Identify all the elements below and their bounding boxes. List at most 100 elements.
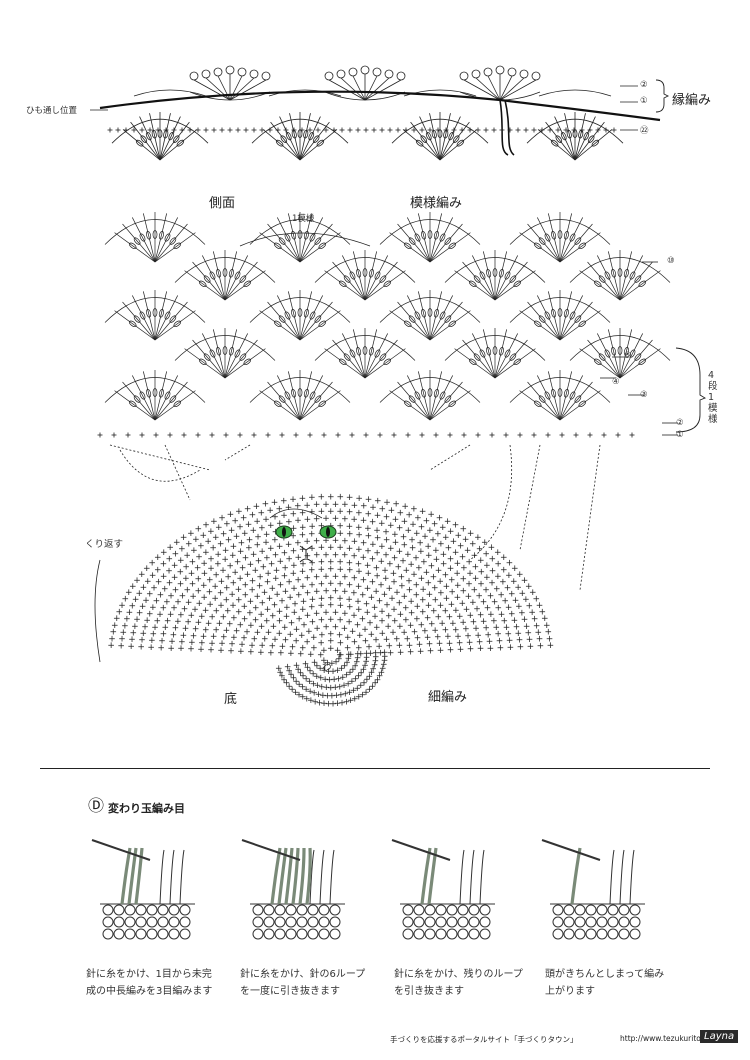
sc-stitch: + bbox=[522, 595, 530, 605]
sc-stitch: + bbox=[401, 592, 409, 602]
sc-stitch: + bbox=[392, 515, 400, 525]
sc-stitch: + bbox=[263, 616, 271, 626]
sc-stitch: + bbox=[383, 498, 391, 508]
sc-stitch: + bbox=[307, 696, 315, 706]
sc-stitch: + bbox=[341, 500, 349, 510]
sc-stitch: + bbox=[442, 571, 450, 581]
sc-stitch: + bbox=[508, 590, 516, 600]
sc-stitch: + bbox=[287, 649, 295, 659]
sc-stitch: + bbox=[177, 644, 185, 654]
sc-stitch: + bbox=[360, 516, 368, 526]
sc-stitch: + bbox=[417, 647, 425, 657]
sc-stitch: + bbox=[236, 523, 244, 533]
sc-stitch: + bbox=[317, 651, 325, 661]
sc-stitch: + bbox=[318, 558, 326, 568]
sc-stitch: + bbox=[372, 657, 380, 667]
sc-stitch: + bbox=[207, 564, 215, 574]
sc-stitch: + bbox=[452, 606, 460, 616]
sc-stitch: + bbox=[336, 507, 344, 517]
step-1-line-2: 成の中長編みを3目編みます bbox=[86, 986, 213, 997]
sc-stitch: + bbox=[386, 560, 394, 570]
sc-stitch: + bbox=[405, 576, 413, 586]
pattern-fan bbox=[249, 212, 351, 263]
sc-stitch: + bbox=[393, 634, 401, 644]
sc-stitch: + bbox=[302, 659, 310, 669]
sc-stitch: + bbox=[327, 565, 335, 575]
sc-stitch: + bbox=[233, 532, 241, 542]
sc-stitch: + bbox=[386, 642, 394, 652]
sc-stitch: + bbox=[281, 571, 289, 581]
sc-stitch: + bbox=[346, 602, 354, 612]
sc-stitch: + bbox=[336, 522, 344, 532]
sc-stitch: + bbox=[322, 586, 330, 596]
sc-stitch: + bbox=[332, 622, 340, 632]
sc-stitch: + bbox=[365, 495, 373, 505]
sc-stitch: + bbox=[257, 610, 265, 620]
sc-stitch: + bbox=[302, 675, 310, 685]
sc-stitch: + bbox=[289, 532, 297, 542]
sc-stitch: + bbox=[362, 637, 370, 647]
sc-stitch: + bbox=[223, 626, 231, 636]
sc-stitch: + bbox=[295, 680, 303, 690]
sc-stitch: + bbox=[322, 514, 330, 524]
sc-stitch: + bbox=[443, 594, 451, 604]
sc-stitch: + bbox=[227, 646, 235, 656]
sc-stitch: + bbox=[391, 616, 399, 626]
sc-stitch: + bbox=[324, 691, 332, 701]
footer-url[interactable]: http://www.tezukuritown.com/ bbox=[620, 1034, 733, 1043]
sc-stitch: + bbox=[405, 511, 413, 521]
sc-stitch: + bbox=[299, 545, 307, 555]
step-1-illustration bbox=[91, 839, 195, 940]
sc-stitch: + bbox=[415, 564, 423, 574]
sc-stitch: + bbox=[143, 564, 151, 574]
sc-stitch: + bbox=[336, 594, 344, 604]
sc-stitch: + bbox=[300, 597, 308, 607]
sc-stitch: + bbox=[416, 539, 424, 549]
sc-stitch: + bbox=[374, 533, 382, 543]
sc-stitch: + bbox=[360, 553, 368, 563]
sc-stitch: + bbox=[224, 607, 232, 617]
pattern-fan bbox=[249, 370, 351, 421]
sc-stitch: + bbox=[456, 612, 464, 622]
sc-stitch: + bbox=[417, 547, 425, 557]
bottom-label: 底 bbox=[224, 692, 238, 707]
sc-stitch: + bbox=[149, 571, 157, 581]
sc-stitch: + bbox=[276, 617, 284, 627]
sc-stitch: + bbox=[360, 538, 368, 548]
sc-stitch: + bbox=[411, 627, 419, 637]
sc-stitch: + bbox=[438, 619, 446, 629]
sc-stitch: + bbox=[160, 560, 168, 570]
sc-stitch: + bbox=[355, 582, 363, 592]
sc-stitch: + bbox=[343, 671, 351, 681]
sc-stitch: + bbox=[235, 585, 243, 595]
sc-stitch: + bbox=[217, 589, 225, 599]
sc-stitch: + bbox=[365, 643, 373, 653]
sc-stitch: + bbox=[452, 548, 460, 558]
sc-stitch: + bbox=[501, 597, 509, 607]
sc-stitch: + bbox=[165, 566, 173, 576]
sc-stitch: + bbox=[399, 556, 407, 566]
sc-stitch: + bbox=[237, 620, 245, 630]
sc-stitch: + bbox=[324, 659, 332, 669]
sc-stitch: + bbox=[419, 507, 427, 517]
sc-stitch: + bbox=[121, 595, 129, 605]
sc-stitch: + bbox=[387, 544, 395, 554]
sc-stitch: + bbox=[360, 665, 368, 675]
sc-stitch: + bbox=[228, 526, 236, 536]
sc-stitch: + bbox=[475, 591, 483, 601]
sc-stitch: + bbox=[458, 599, 466, 609]
sc-stitch: + bbox=[496, 637, 504, 647]
sc-stitch: + bbox=[336, 650, 344, 660]
sc-stitch: + bbox=[299, 605, 307, 615]
sc-stitch: + bbox=[148, 559, 156, 569]
sc-stitch: + bbox=[225, 536, 233, 546]
sc-stitch: + bbox=[211, 582, 219, 592]
sc-stitch: + bbox=[328, 659, 336, 669]
sc-stitch: + bbox=[373, 571, 381, 581]
sc-stitch: + bbox=[374, 675, 382, 685]
drawstring-line bbox=[99, 90, 661, 122]
sc-stitch: + bbox=[346, 544, 354, 554]
sc-stitch: + bbox=[201, 569, 209, 579]
sc-stitch: + bbox=[381, 566, 389, 576]
sc-stitch: + bbox=[421, 627, 429, 637]
